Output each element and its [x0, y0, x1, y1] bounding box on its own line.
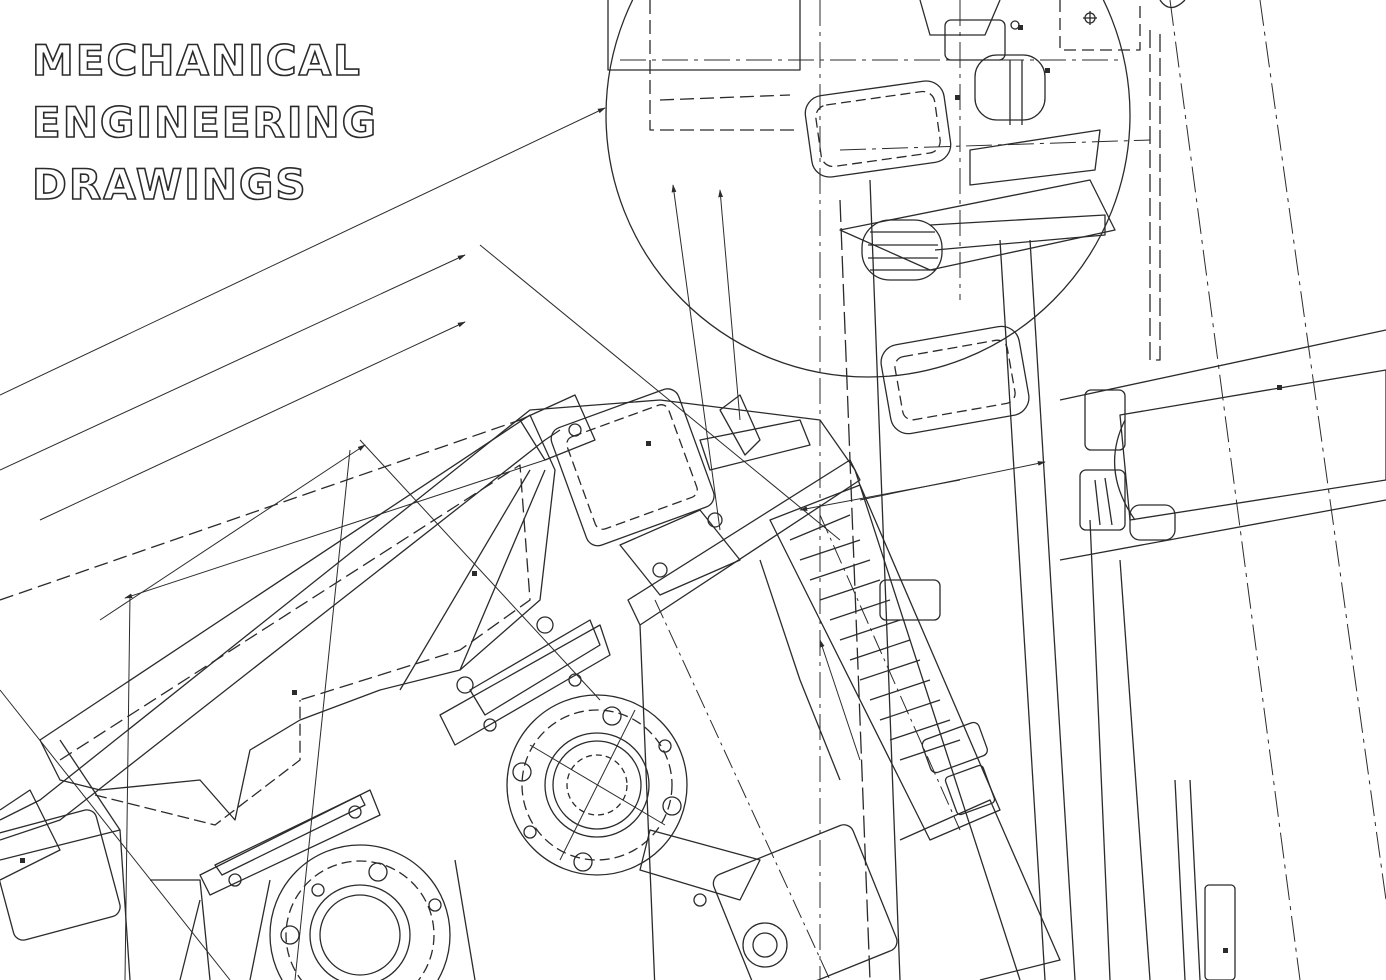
dimension-lines [0, 107, 1046, 980]
title-line-2: ENGINEERING [31, 97, 379, 148]
page-title: MECHANICAL ENGINEERING DRAWINGS [31, 30, 379, 216]
center-marks [20, 25, 1282, 953]
detail-view-circle [605, 0, 1186, 980]
flange-center [506, 694, 898, 980]
spring-assembly [759, 484, 1061, 980]
title-line-3: DRAWINGS [31, 159, 308, 210]
title-line-1: MECHANICAL [31, 35, 362, 86]
flange-left [249, 844, 476, 980]
mounting-plate [199, 459, 861, 980]
hydraulic-cylinder [839, 0, 1386, 980]
bearing-block [519, 388, 811, 596]
